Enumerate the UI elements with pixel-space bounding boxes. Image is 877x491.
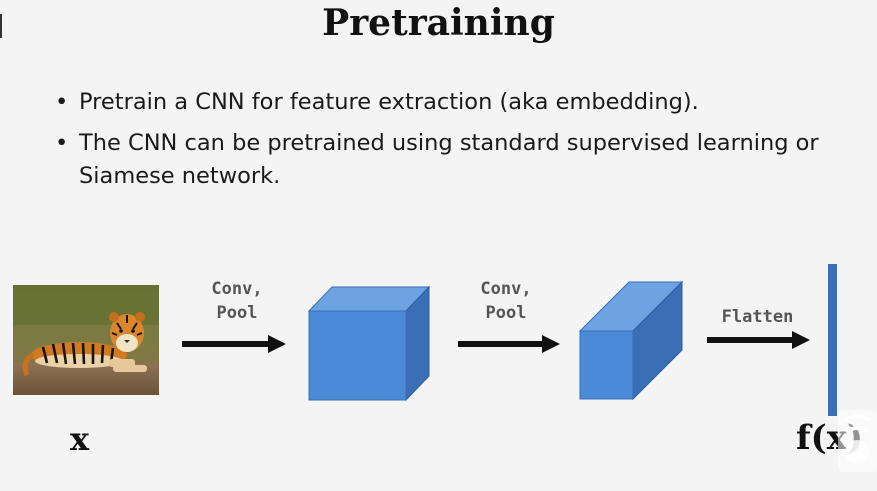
arrow-icon bbox=[458, 335, 560, 353]
feature-map-cube bbox=[307, 285, 431, 402]
flatten-label: Flatten bbox=[721, 307, 794, 327]
bullet-item: The CNN can be pretrained using standard… bbox=[55, 127, 845, 193]
arrow-icon bbox=[182, 335, 286, 353]
arrow-icon bbox=[707, 331, 810, 349]
conv-pool-label: Conv, Pool bbox=[480, 279, 532, 323]
tiger-image bbox=[13, 285, 159, 395]
bullet-item: Pretrain a CNN for feature extraction (a… bbox=[55, 86, 845, 119]
bullet-list: Pretrain a CNN for feature extraction (a… bbox=[55, 86, 845, 201]
feature-map-cube bbox=[578, 280, 684, 401]
edge-mark bbox=[0, 14, 2, 38]
input-label: x bbox=[70, 420, 90, 458]
slide-title: Pretraining bbox=[322, 2, 555, 44]
conv-pool-label: Conv, Pool bbox=[211, 279, 263, 323]
feature-vector-bar bbox=[828, 264, 837, 416]
watermark-logo-icon bbox=[838, 410, 877, 472]
